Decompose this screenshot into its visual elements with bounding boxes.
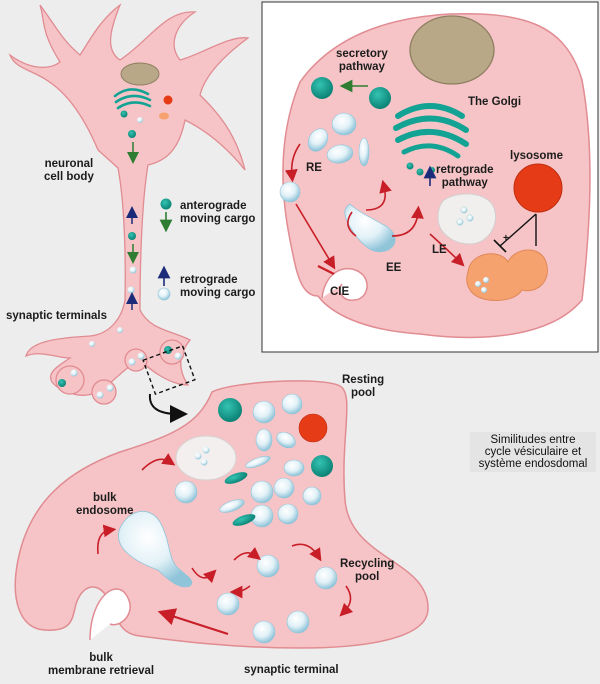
caption-box: Similitudes entre cycle vésiculaire et s…: [470, 432, 596, 472]
retrograde-legend-icon: [157, 265, 171, 301]
axon-cargo: [126, 142, 139, 310]
resting-pool-label: Resting pool: [342, 374, 385, 399]
late-endosome: [437, 193, 496, 245]
cell-nucleus: [409, 15, 495, 85]
neuronal-cell-body-label: neuronal cell body: [44, 158, 94, 184]
synaptic-terminals-label: synaptic terminals: [6, 310, 107, 322]
lysosome: [513, 163, 563, 213]
synapse-late-endosome: [175, 435, 237, 481]
neuron-nucleus: [120, 62, 160, 86]
synaptic-terminal-label: synaptic terminal: [244, 664, 339, 676]
bulk-endosome-label: bulk endosome: [76, 492, 134, 517]
ee-label: EE: [386, 262, 402, 274]
neuron: [8, 3, 250, 423]
exocytosis-vesicle: [311, 77, 333, 99]
cell-inset: [261, 1, 599, 353]
anterograde-legend-icon: [159, 198, 173, 233]
anterograde-label: anterograde moving cargo: [180, 200, 256, 225]
cie-label: CIE: [330, 286, 350, 298]
zoom-box: [142, 345, 196, 395]
bulk-membrane-retrieval-label: bulk membrane retrieval: [48, 652, 155, 677]
neuron-terminals: [55, 327, 185, 405]
resting-pool-vesicles: [174, 393, 333, 528]
golgi-stack: [393, 103, 469, 159]
synapse: [14, 380, 429, 649]
golgi-label: The Golgi: [468, 96, 522, 108]
le-label: LE: [432, 244, 447, 256]
synapse-lysosome: [298, 413, 328, 443]
neuron-outline: [8, 3, 250, 396]
recycling-pool-vesicles: [216, 554, 338, 644]
lysosome-label: lysosome: [510, 150, 564, 162]
zoom-arrow: [148, 393, 188, 423]
recycling-endosome: [279, 112, 370, 203]
recycling-pool-label: Recycling pool: [340, 558, 395, 583]
re-label: RE: [306, 162, 322, 174]
inhibition-plus-sign: +: [503, 233, 509, 244]
bulk-endosome: [118, 511, 193, 588]
retrograde-pathway-label: retrograde pathway: [436, 164, 494, 189]
caption-line-1: Similitudes entre: [490, 434, 576, 446]
neuron-lysosome: [163, 95, 173, 105]
neuron-golgi: [113, 88, 152, 110]
secretory-pathway-label: secretory pathway: [336, 48, 388, 73]
endolysosome: [466, 249, 548, 301]
cell-traffic-arrows: [284, 143, 465, 270]
retrograde-cargo-label: retrograde moving cargo: [180, 274, 256, 299]
caption-line-3: système endosdomal: [478, 458, 588, 470]
synapse-traffic-arrows: [96, 453, 354, 636]
caption-line-2: cycle vésiculaire et: [484, 446, 582, 458]
cell-body-text: neuronal cell body: [44, 158, 94, 183]
